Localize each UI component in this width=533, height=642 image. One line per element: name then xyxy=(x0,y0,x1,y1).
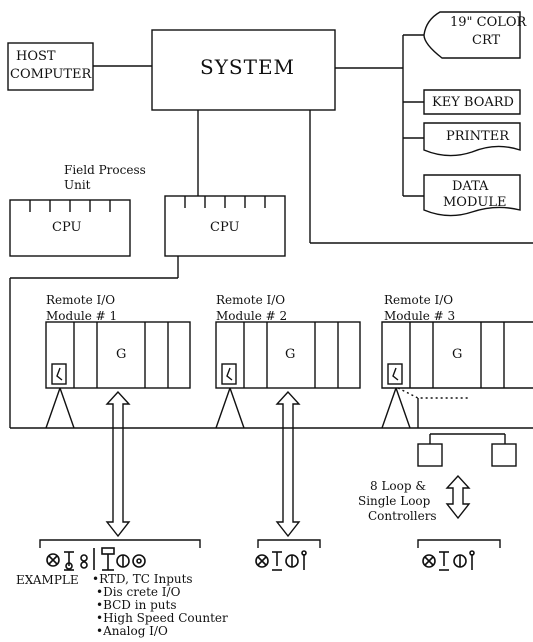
data-module-shape xyxy=(423,174,521,217)
field-process-unit-label-1: Field Process xyxy=(64,163,146,177)
io-arrow-2 xyxy=(275,390,301,538)
data-module-label-1: DATA xyxy=(452,179,489,194)
remote-io-3-gate: G xyxy=(452,347,463,362)
example-item-3: •BCD in puts xyxy=(96,598,177,612)
remote-io-2-gate: G xyxy=(285,347,296,362)
loop-link-dotted xyxy=(397,387,468,399)
data-module-label-2: MODULE xyxy=(443,195,507,210)
system-box xyxy=(151,29,336,111)
loop-arrow xyxy=(445,474,471,520)
loop-controller-2 xyxy=(491,443,517,467)
remote-io-1-line2: Module # 1 xyxy=(46,309,118,323)
printer-shape xyxy=(423,122,521,157)
example-item-1: •RTD, TC Inputs xyxy=(92,572,193,586)
example-title: EXAMPLE xyxy=(16,573,79,587)
remote-io-3-line1: Remote I/O xyxy=(384,293,454,307)
crt-label-2: CRT xyxy=(472,33,501,48)
remote-io-module-3 xyxy=(381,321,533,389)
crt-label-1: 19" COLOR xyxy=(450,15,527,30)
loop-controllers-label-3: Controllers xyxy=(368,509,437,523)
cpu-label-1: CPU xyxy=(52,220,82,235)
io-arrow-1 xyxy=(105,390,131,538)
remote-io-module-2 xyxy=(215,321,361,389)
field-process-unit-label-2: Unit xyxy=(64,178,91,192)
field-devices-bracket-1 xyxy=(39,539,201,548)
keyboard-label: KEY BOARD xyxy=(432,95,514,110)
remote-io-1-gate: G xyxy=(116,347,127,362)
printer-label: PRINTER xyxy=(446,129,509,144)
host-computer-label-2: COMPUTER xyxy=(10,67,92,82)
crt-shape xyxy=(423,11,521,59)
field-device-icons-1 xyxy=(46,547,146,571)
keyboard-shape xyxy=(423,89,521,115)
field-devices-bracket-3 xyxy=(417,539,501,548)
loop-controller-1 xyxy=(417,443,443,467)
field-devices-bracket-2 xyxy=(257,539,321,548)
example-item-5: •Analog I/O xyxy=(96,624,168,638)
remote-io-2-line2: Module # 2 xyxy=(216,309,288,323)
remote-io-2-line1: Remote I/O xyxy=(216,293,286,307)
example-item-2: •Dis crete I/O xyxy=(96,585,181,599)
loop-controllers-label-2: Single Loop xyxy=(358,494,431,508)
remote-io-1-line1: Remote I/O xyxy=(46,293,116,307)
example-item-4: •High Speed Counter xyxy=(96,611,228,625)
remote-io-3-line2: Module # 3 xyxy=(384,309,456,323)
system-label: SYSTEM xyxy=(200,55,296,79)
field-device-icons-2 xyxy=(255,550,307,571)
field-device-icons-3 xyxy=(422,550,475,571)
cpu-label-2: CPU xyxy=(210,220,240,235)
remote-io-module-1 xyxy=(45,321,191,389)
loop-controllers-label-1: 8 Loop & xyxy=(370,479,427,493)
host-computer-label-1: HOST xyxy=(16,49,56,64)
